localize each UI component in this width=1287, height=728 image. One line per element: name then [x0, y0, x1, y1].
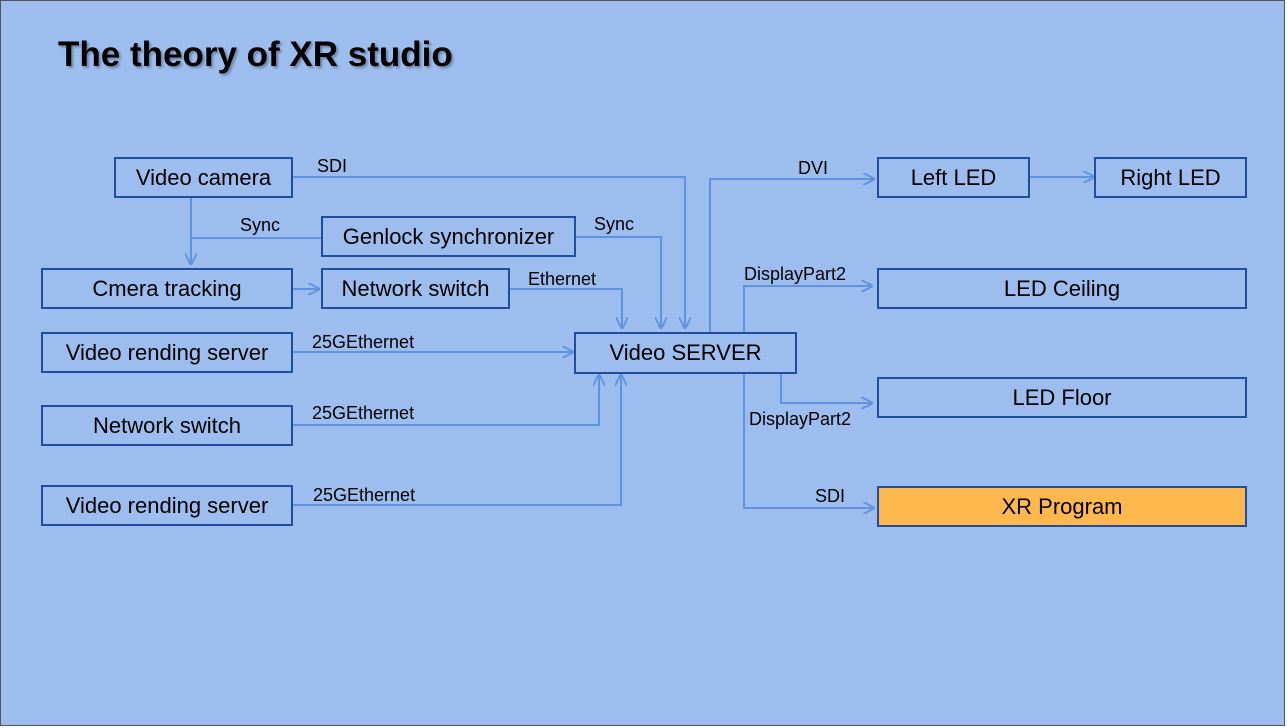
node-led-floor: LED Floor — [877, 377, 1247, 418]
wire-server-to-program — [743, 374, 874, 508]
label-ceiling-link: DisplayPart2 — [744, 264, 847, 284]
node-right-led: Right LED — [1094, 157, 1247, 198]
wire-genlock-to-server — [576, 236, 661, 328]
node-camera-tracking: Cmera tracking — [41, 268, 293, 309]
node-left-led: Left LED — [877, 157, 1030, 198]
node-network-switch-bottom: Network switch — [41, 405, 293, 446]
wire-switch2-to-server — [293, 375, 599, 426]
label-switch-ethernet: Ethernet — [528, 269, 597, 289]
node-render-server-2: Video rending server — [41, 485, 293, 526]
node-render-server-1: Video rending server — [41, 332, 293, 373]
label-floor-link: DisplayPart2 — [749, 409, 852, 429]
label-camera-sync: Sync — [240, 215, 281, 235]
wire-switch-to-server — [510, 288, 622, 328]
node-led-ceiling: LED Ceiling — [877, 268, 1247, 309]
label-camera-sdi: SDI — [317, 156, 348, 176]
node-video-camera: Video camera — [114, 157, 293, 198]
wire-server-to-left-led — [709, 179, 874, 332]
label-switch2-link: 25GEthernet — [312, 403, 415, 423]
node-xr-program: XR Program — [877, 486, 1247, 527]
node-genlock-synchronizer: Genlock synchronizer — [321, 216, 576, 257]
label-program-sdi: SDI — [815, 486, 846, 506]
slide-title: The theory of XR studio — [58, 35, 453, 74]
wire-camera-to-server — [293, 176, 685, 328]
label-render2-link: 25GEthernet — [313, 485, 416, 505]
node-video-server: Video SERVER — [574, 332, 797, 374]
wire-render2-to-server — [293, 375, 621, 506]
label-genlock-sync: Sync — [594, 214, 635, 234]
label-render1-link: 25GEthernet — [312, 332, 415, 352]
wire-server-to-ceiling — [743, 286, 872, 332]
wire-server-to-floor — [780, 374, 872, 403]
label-server-dvi: DVI — [798, 158, 829, 178]
node-network-switch-top: Network switch — [321, 268, 510, 309]
